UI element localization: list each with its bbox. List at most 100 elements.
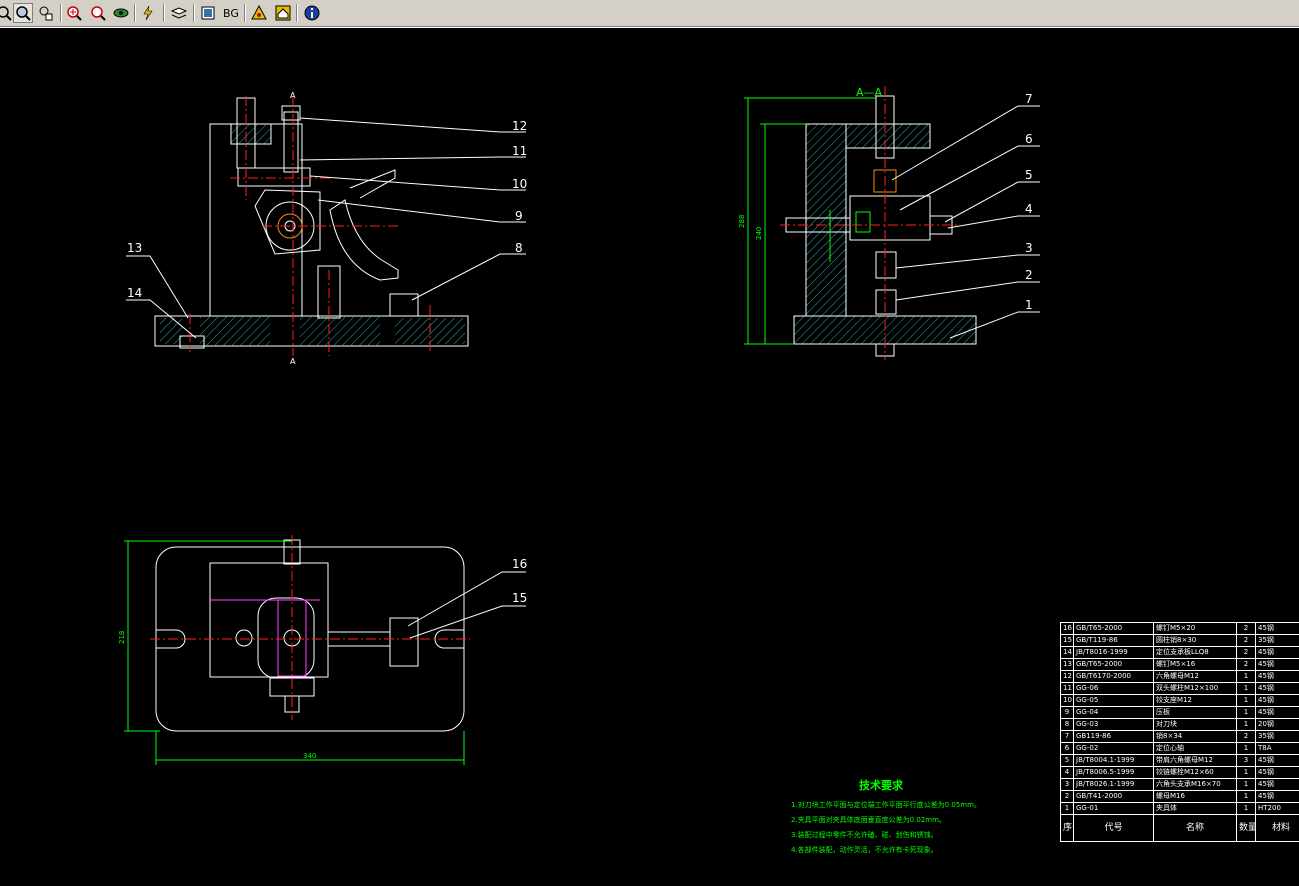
home-icon[interactable] bbox=[273, 3, 293, 23]
toolbar-separator bbox=[193, 4, 195, 22]
front-tool-block bbox=[389, 293, 419, 317]
front-base-hatch-right bbox=[300, 316, 380, 346]
side-mandrel-green bbox=[855, 211, 871, 233]
tech-note-line: 4.各部件装配，动作灵活，不允许有卡死现象。 bbox=[791, 846, 938, 854]
balloon-2: 2 bbox=[1025, 268, 1033, 282]
bom-cell: 对刀块 bbox=[1153, 718, 1237, 731]
bom-cell: 1 bbox=[1236, 694, 1256, 707]
bom-cell: 45钢 bbox=[1255, 754, 1299, 767]
bom-cell: 定位心轴 bbox=[1153, 742, 1237, 755]
bom-cell: 45钢 bbox=[1255, 622, 1299, 635]
bom-cell: 45钢 bbox=[1255, 706, 1299, 719]
front-support-screw bbox=[317, 265, 341, 319]
bom-cell: 5 bbox=[1060, 754, 1074, 767]
bom-cell: JB/T8006.5-1999 bbox=[1073, 766, 1154, 779]
bom-cell: 45钢 bbox=[1255, 694, 1299, 707]
bom-cell: 1 bbox=[1236, 742, 1256, 755]
lightning-icon[interactable] bbox=[138, 3, 158, 23]
tech-note-line: 1.对刀块工作平面与定位端工作平面平行度公差为0.05mm。 bbox=[791, 801, 981, 809]
bom-cell: 销8×34 bbox=[1153, 730, 1237, 743]
bom-cell: 1 bbox=[1236, 706, 1256, 719]
bom-cell: T8A bbox=[1255, 742, 1299, 755]
balloon-10: 10 bbox=[512, 177, 527, 191]
pan-hand-icon[interactable] bbox=[36, 3, 56, 23]
bom-cell: 圆柱销8×30 bbox=[1153, 634, 1237, 647]
bom-cell: 13 bbox=[1060, 658, 1074, 671]
side-column bbox=[805, 123, 847, 317]
front-stud-right bbox=[283, 111, 299, 173]
layers-icon[interactable] bbox=[169, 3, 189, 23]
measure-icon[interactable] bbox=[249, 3, 269, 23]
tech-note-line: 3.装配过程中零件不允许磕、碰、划伤和锈蚀。 bbox=[791, 831, 938, 839]
bom-cell: 45钢 bbox=[1255, 766, 1299, 779]
leader-12 bbox=[299, 117, 526, 133]
bom-header-cell: 代号 bbox=[1073, 814, 1154, 842]
top-body bbox=[209, 562, 329, 678]
bom-cell: GB119-86 bbox=[1073, 730, 1154, 743]
tech-notes-title: 技术要求 bbox=[859, 779, 903, 792]
section-mark-bottom: A bbox=[290, 357, 296, 366]
bom-cell: 12 bbox=[1060, 670, 1074, 683]
balloon-3: 3 bbox=[1025, 241, 1033, 255]
balloon-11: 11 bbox=[512, 144, 527, 158]
bom-header-cell: 序号 bbox=[1060, 814, 1074, 842]
bom-cell: JB/T8016-1999 bbox=[1073, 646, 1154, 659]
background-label: BG bbox=[223, 6, 239, 20]
side-support-3 bbox=[875, 251, 897, 279]
bom-header-cell: 材料 bbox=[1255, 814, 1299, 842]
bom-cell: 15 bbox=[1060, 634, 1074, 647]
balloon-1: 1 bbox=[1025, 298, 1033, 312]
front-nut-12 bbox=[281, 105, 301, 121]
info-icon[interactable] bbox=[302, 3, 322, 23]
view-eye-icon[interactable] bbox=[111, 3, 131, 23]
bom-cell: 3 bbox=[1060, 778, 1074, 791]
background-button[interactable]: BG bbox=[221, 3, 241, 23]
balloon-8: 8 bbox=[515, 241, 523, 255]
zoom-extents-icon[interactable] bbox=[88, 3, 108, 23]
bom-cell: GB/T41-2000 bbox=[1073, 790, 1154, 803]
leader-5 bbox=[944, 181, 1040, 223]
bom-cell: 1 bbox=[1236, 778, 1256, 791]
bom-cell: 45钢 bbox=[1255, 778, 1299, 791]
zoom-window-icon[interactable] bbox=[13, 3, 33, 23]
top-view bbox=[124, 535, 470, 765]
bom-cell: 螺钉M5×20 bbox=[1153, 622, 1237, 635]
top-view-leaders bbox=[407, 571, 526, 639]
bom-cell: 4 bbox=[1060, 766, 1074, 779]
balloon-15: 15 bbox=[512, 591, 527, 605]
bom-cell: GG-06 bbox=[1073, 682, 1154, 695]
bom-cell: GB/T65-2000 bbox=[1073, 658, 1154, 671]
top-dim-340: 340 bbox=[303, 752, 316, 760]
toolbar: BG bbox=[0, 0, 1299, 27]
balloon-5: 5 bbox=[1025, 168, 1033, 182]
bom-cell: 带肩六角螺母M12 bbox=[1153, 754, 1237, 767]
bom-cell: 45钢 bbox=[1255, 790, 1299, 803]
bom-header-cell: 名称 bbox=[1153, 814, 1237, 842]
bom-cell: 11 bbox=[1060, 682, 1074, 695]
drawing-canvas[interactable]: 12 11 10 9 8 13 14 A A bbox=[0, 28, 1299, 886]
zoom-tool-icon[interactable] bbox=[0, 3, 14, 23]
side-nut-2 bbox=[875, 289, 897, 315]
side-view-title: A—A bbox=[856, 86, 883, 99]
zoom-in-icon[interactable] bbox=[64, 3, 84, 23]
balloon-4: 4 bbox=[1025, 202, 1033, 216]
bom-cell: GB/T6170-2000 bbox=[1073, 670, 1154, 683]
toolbar-bottom-edge bbox=[0, 27, 1299, 28]
bom-cell: JB/T8004.1-1999 bbox=[1073, 754, 1154, 767]
bom-cell: 六角头支承M16×70 bbox=[1153, 778, 1237, 791]
bom-cell: 45钢 bbox=[1255, 658, 1299, 671]
leader-3 bbox=[895, 254, 1040, 269]
leader-10 bbox=[309, 175, 526, 191]
frame-icon[interactable] bbox=[198, 3, 218, 23]
bom-cell: JB/T8026.1-1999 bbox=[1073, 778, 1154, 791]
bom-cell: 2 bbox=[1236, 646, 1256, 659]
